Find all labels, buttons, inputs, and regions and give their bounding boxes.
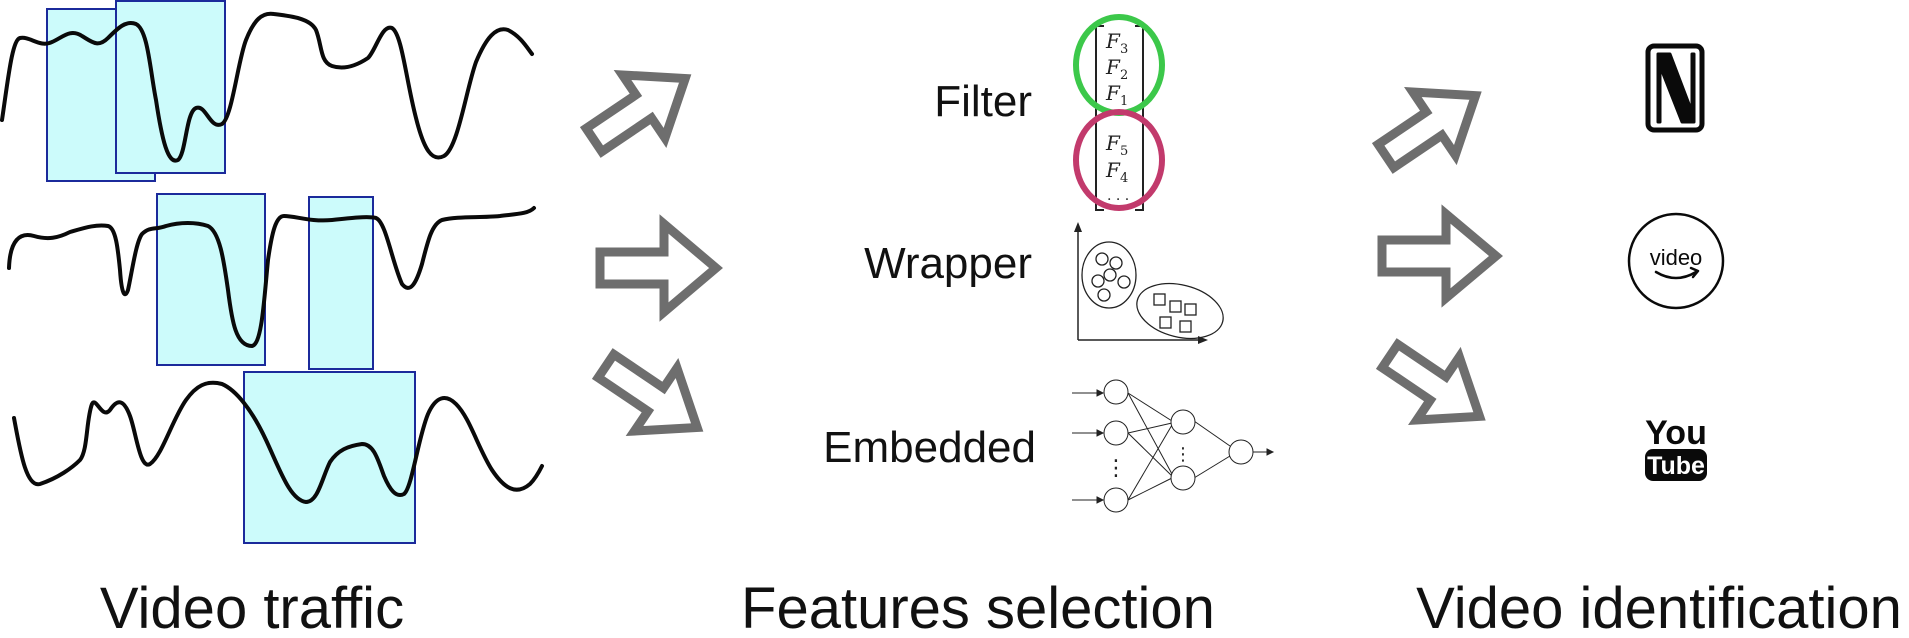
circle-point bbox=[1091, 274, 1105, 288]
feature-f4-index: 4 bbox=[1120, 171, 1128, 186]
plot-y-arrowhead bbox=[1074, 222, 1082, 232]
input-layer-ellipsis: ⋮ bbox=[1105, 456, 1127, 481]
input-node bbox=[1103, 487, 1129, 513]
embedded-neural-network bbox=[1072, 379, 1275, 513]
traffic-wave-2 bbox=[7, 206, 536, 348]
circle-cluster-outline bbox=[1081, 241, 1137, 309]
arrow-down-right-right bbox=[1375, 338, 1486, 425]
traffic-window-2b bbox=[308, 196, 374, 370]
video-traffic-caption: Video traffic bbox=[100, 576, 404, 638]
square-point bbox=[1184, 303, 1197, 316]
arrow-up-right-right bbox=[1371, 87, 1482, 174]
arrow-up-right-left bbox=[579, 69, 692, 158]
feature-f3-index: 3 bbox=[1120, 42, 1128, 57]
circle-point bbox=[1095, 252, 1109, 266]
netflix-icon bbox=[1645, 43, 1705, 133]
amazon-video-icon: video bbox=[1627, 212, 1725, 310]
feature-f2-index: 2 bbox=[1120, 68, 1128, 83]
hidden-layer-ellipsis: ⋮ bbox=[1174, 444, 1192, 465]
traffic-window-3 bbox=[243, 371, 416, 544]
feature-ellipsis: . . . bbox=[1107, 188, 1129, 204]
feature-f5-letter: F bbox=[1105, 131, 1121, 155]
youtube-you-label: You bbox=[1645, 414, 1707, 452]
output-node bbox=[1228, 439, 1254, 465]
traffic-to-selection-arrows bbox=[579, 69, 723, 437]
input-node bbox=[1103, 420, 1129, 446]
square-cluster-outline bbox=[1136, 282, 1224, 340]
feature-f4-letter: F bbox=[1105, 158, 1121, 182]
circle-point bbox=[1103, 268, 1117, 282]
hidden-node bbox=[1170, 409, 1196, 435]
feature-f1-index: 1 bbox=[1120, 94, 1128, 109]
square-point bbox=[1159, 316, 1172, 329]
traffic-window-1b bbox=[115, 0, 226, 174]
amazon-video-label: video bbox=[1650, 245, 1703, 270]
rejected-features-circle bbox=[1073, 109, 1165, 211]
video-identification-caption: Video identification bbox=[1416, 576, 1902, 638]
square-point bbox=[1179, 320, 1192, 333]
traffic-wave-3 bbox=[12, 380, 544, 504]
youtube-icon: You Tube bbox=[1645, 414, 1707, 481]
features-selection-caption: Features selection bbox=[741, 576, 1215, 638]
video-traffic-panel bbox=[0, 0, 544, 544]
arrow-right-right bbox=[1377, 204, 1503, 308]
feature-f1-letter: F bbox=[1105, 81, 1121, 105]
square-point bbox=[1153, 293, 1166, 306]
traffic-window-2a bbox=[156, 193, 266, 366]
traffic-wave-1 bbox=[0, 11, 534, 163]
feature-vector: F 3 F 2 F 1 F 5 F 4 . . . bbox=[1073, 14, 1165, 211]
circle-point bbox=[1109, 256, 1123, 270]
video-identification-panel: video You Tube bbox=[1627, 43, 1725, 481]
feature-f5-index: 5 bbox=[1120, 144, 1128, 159]
circle-point bbox=[1117, 275, 1131, 289]
feature-f2-letter: F bbox=[1105, 55, 1121, 79]
arrow-down-right-left bbox=[591, 348, 704, 437]
square-point bbox=[1169, 300, 1182, 313]
arrow-right-left bbox=[595, 214, 723, 322]
circle-point bbox=[1097, 288, 1111, 302]
input-node bbox=[1103, 379, 1129, 405]
youtube-tube-label: Tube bbox=[1647, 452, 1705, 480]
wrapper-cluster-plot bbox=[1074, 222, 1224, 344]
embedded-label: Embedded bbox=[823, 423, 1036, 472]
hidden-node bbox=[1170, 465, 1196, 491]
filter-label: Filter bbox=[934, 77, 1032, 126]
wrapper-label: Wrapper bbox=[864, 239, 1032, 288]
features-selection-panel: Filter Wrapper Embedded F 3 F 2 F 1 F 5 … bbox=[823, 14, 1275, 513]
feature-f3-letter: F bbox=[1105, 29, 1121, 53]
selection-to-identification-arrows bbox=[1371, 87, 1503, 425]
